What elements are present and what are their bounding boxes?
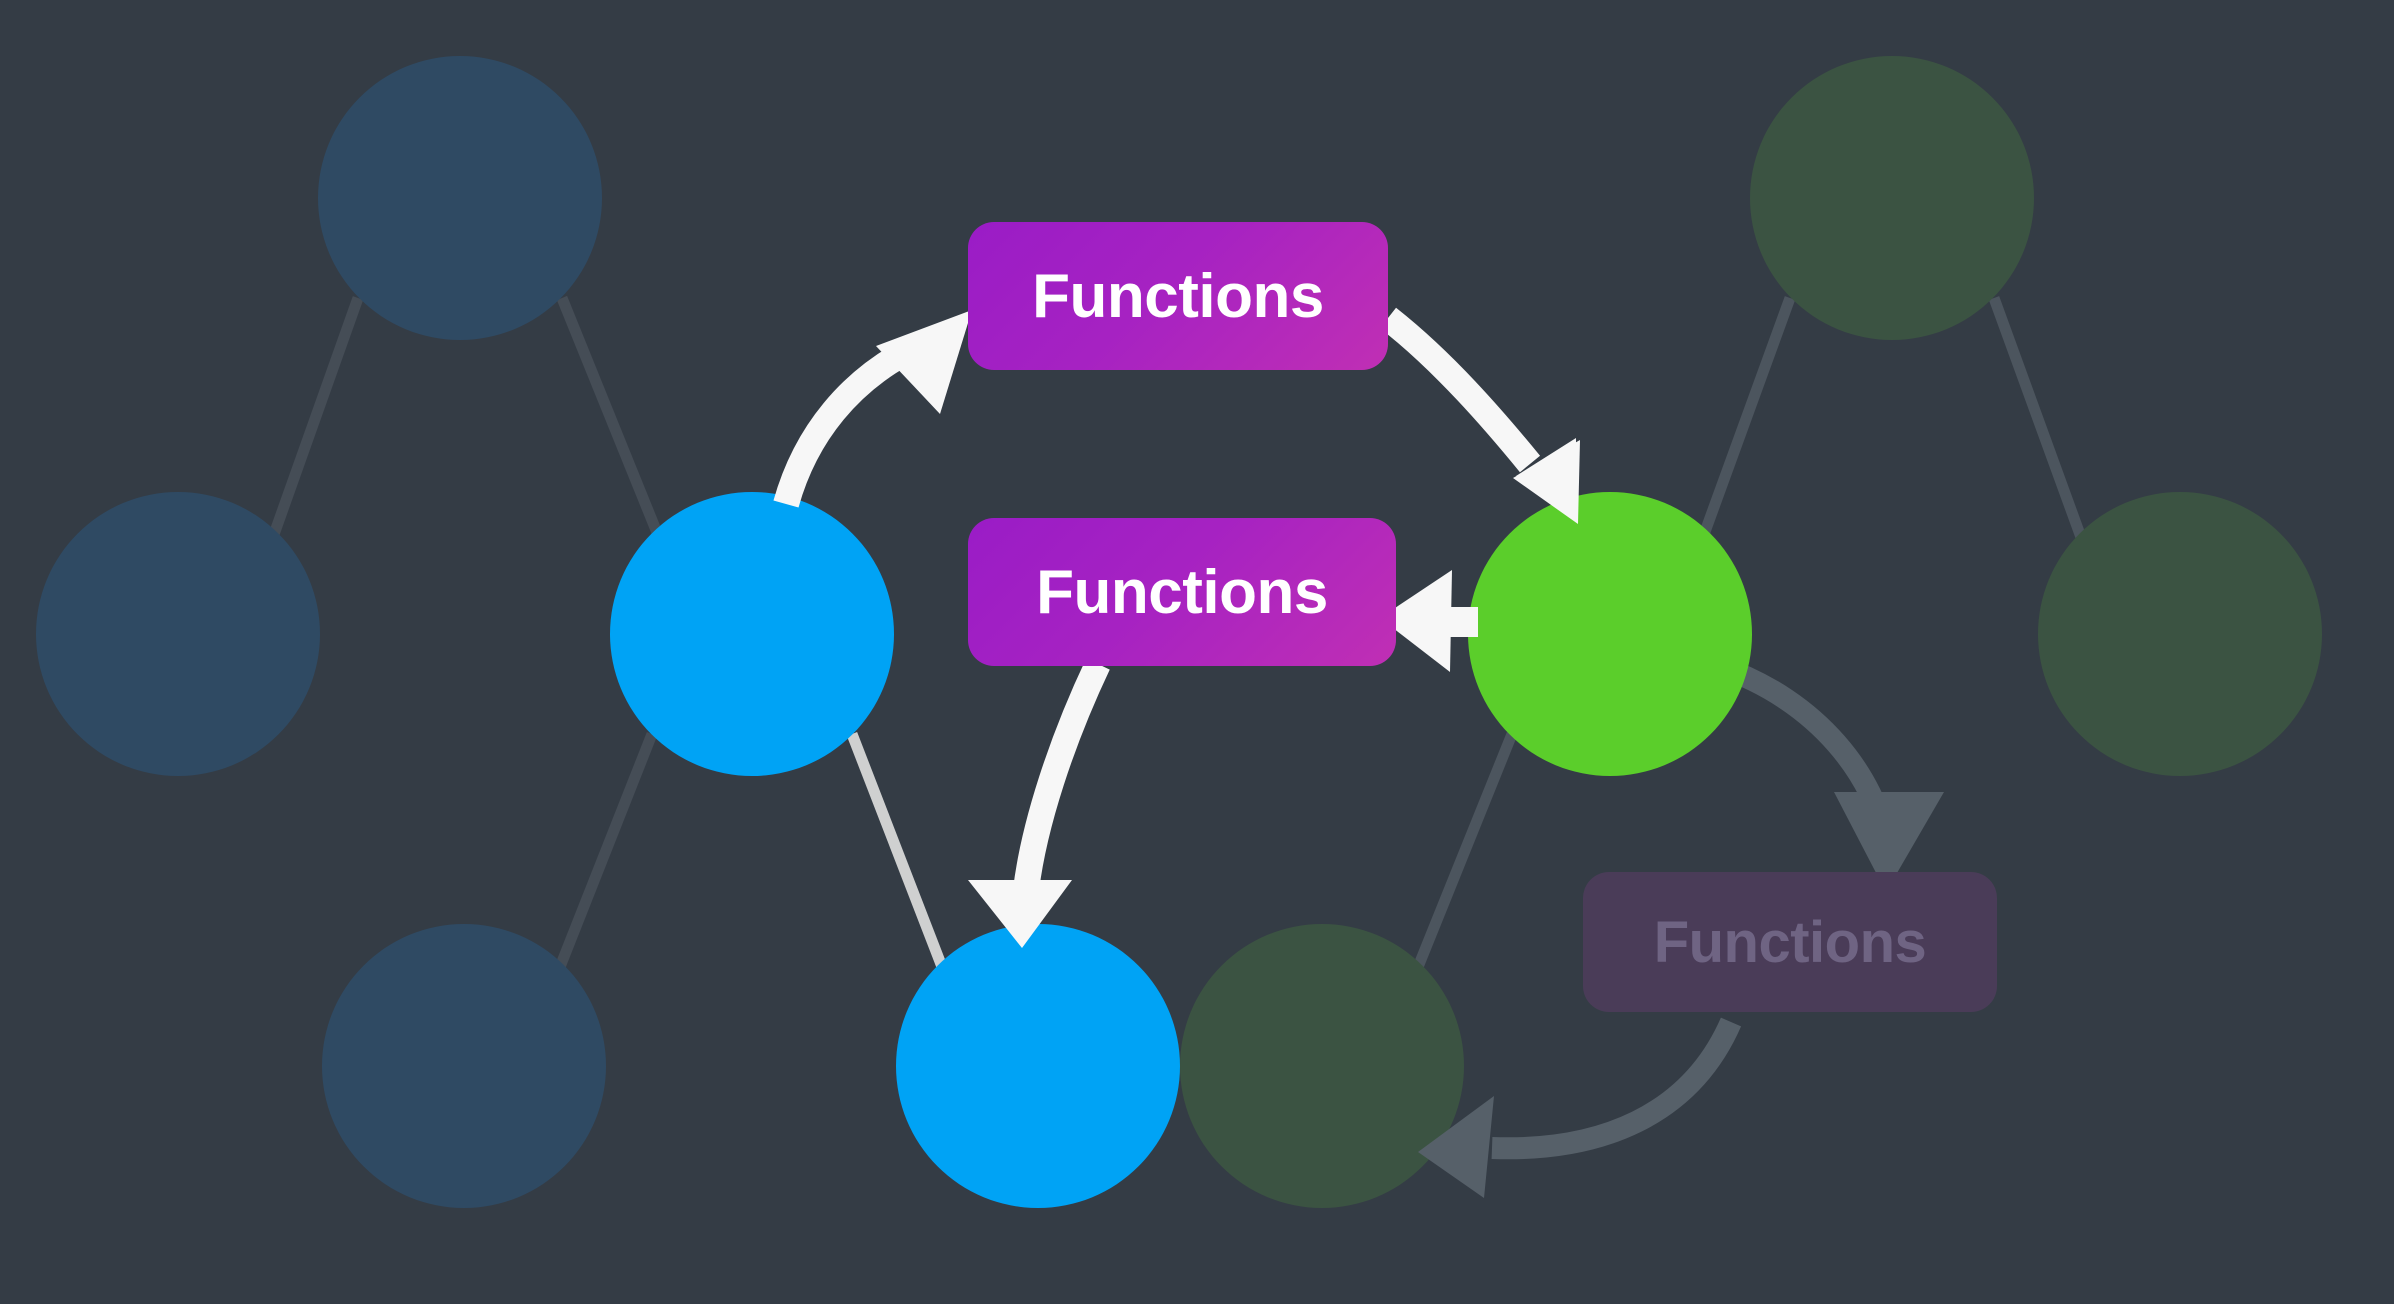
tree-edge-blue-mid-to-bottom-leaf (846, 732, 950, 974)
node-blue-leaf-left[interactable] (36, 492, 320, 776)
tree-edge-green-mid-to-lower-leaf (1410, 731, 1518, 975)
tree-edge-blue-root-to-left-leaf (266, 296, 364, 542)
arrow-blue-to-top-badge-head (876, 310, 972, 414)
tree-edges-green (1410, 296, 2088, 975)
flow-arrows-dim (1418, 655, 1944, 1198)
graph-nodes-active (610, 492, 1752, 1208)
tree-edge-green-root-to-mid (1696, 296, 1796, 542)
badge-functions-top[interactable]: Functions (968, 222, 1388, 370)
arrow-top-badge-to-green-head-fill (1513, 440, 1580, 524)
tree-edges-blue (266, 295, 950, 975)
node-green-root[interactable] (1750, 56, 2034, 340)
arrow-green-to-mid-badge-head (1380, 570, 1452, 672)
tree-edge-green-root-to-right-leaf (1988, 296, 2088, 542)
tree-edge-blue-root-to-mid (556, 295, 666, 543)
node-blue-mid[interactable] (610, 492, 894, 776)
arrow-dim-badge-to-green-head (1418, 1096, 1494, 1198)
node-blue-leaf-bottom[interactable] (896, 924, 1180, 1208)
arrow-mid-badge-to-blue-line (1013, 658, 1110, 892)
arrow-mid-badge-to-blue-head (968, 880, 1072, 948)
flow-arrows-active (773, 307, 1580, 948)
badge-functions-dimmed[interactable]: Functions (1583, 872, 1997, 1012)
node-green-leaf-right[interactable] (2038, 492, 2322, 776)
tree-edge-blue-mid-to-lower-leaf (552, 731, 658, 975)
node-blue-root[interactable] (318, 56, 602, 340)
arrow-top-badge-to-green-line (1379, 307, 1541, 473)
node-green-leaf-lower[interactable] (1180, 924, 1464, 1208)
badge-label: Functions (1653, 909, 1927, 975)
graph-nodes (36, 56, 2322, 1208)
node-green-mid[interactable] (1468, 492, 1752, 776)
arrow-dim-badge-to-green-line (1491, 1017, 1742, 1160)
arrow-blue-to-top-badge-line (773, 338, 917, 508)
badge-label: Functions (1032, 261, 1324, 331)
arrow-green-to-dim-badge-head (1834, 792, 1944, 892)
badge-label: Functions (1036, 557, 1328, 627)
node-blue-leaf-lower[interactable] (322, 924, 606, 1208)
badge-functions-middle[interactable]: Functions (968, 518, 1396, 666)
